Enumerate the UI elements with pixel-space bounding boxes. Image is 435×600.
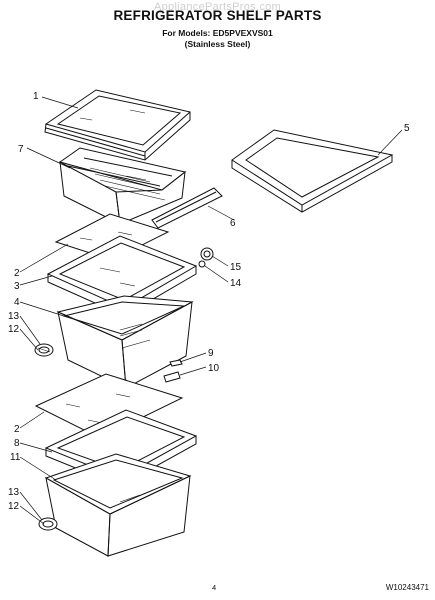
- part-14-screw: [198, 260, 206, 268]
- callout-2-upper: 2: [14, 268, 20, 279]
- callout-10: 10: [208, 363, 220, 374]
- callout-13-upper: 13: [8, 311, 20, 322]
- callout-labels: 1 7 5 6 2 3 4 13 12 15 14 9 10 2 8 11 13…: [8, 91, 410, 512]
- part-1-glass-shelf: [44, 89, 192, 161]
- callout-4: 4: [14, 297, 20, 308]
- part-13-12-humidity-control-upper: [34, 343, 54, 357]
- part-15-bearing: [200, 247, 214, 261]
- callout-13-lower: 13: [8, 487, 20, 498]
- callout-2-lower: 2: [14, 424, 20, 435]
- callout-7: 7: [18, 144, 24, 155]
- callout-15: 15: [230, 262, 242, 273]
- part-9-10-slide: [163, 359, 183, 383]
- callout-11: 11: [10, 452, 21, 463]
- callout-12-upper: 12: [8, 324, 20, 335]
- leader-lines: [19, 96, 403, 525]
- finish-label: (Stainless Steel): [184, 39, 251, 49]
- callout-3: 3: [14, 281, 20, 292]
- callout-8: 8: [14, 438, 20, 449]
- callout-1: 1: [33, 91, 39, 102]
- callout-6: 6: [230, 218, 236, 229]
- callout-5: 5: [404, 123, 410, 134]
- callout-9: 9: [208, 348, 214, 359]
- callout-14: 14: [230, 278, 242, 289]
- watermark: AppliancePartsPros.com: [153, 1, 282, 13]
- document-number: W10243471: [385, 583, 429, 592]
- part-11-crisper-drawer: [44, 453, 192, 557]
- part-6-trim: [151, 187, 223, 229]
- page-number: 4: [212, 583, 217, 592]
- model-number: For Models: ED5PVEXVS01: [162, 28, 273, 38]
- diagram-title: REFRIGERATOR SHELF PARTS: [113, 8, 322, 23]
- callout-12-lower: 12: [8, 501, 20, 512]
- part-2-glass-insert-lower: [34, 373, 184, 439]
- part-13-12-humidity-control-lower: [38, 517, 58, 531]
- part-5-glass-shelf: [231, 129, 394, 213]
